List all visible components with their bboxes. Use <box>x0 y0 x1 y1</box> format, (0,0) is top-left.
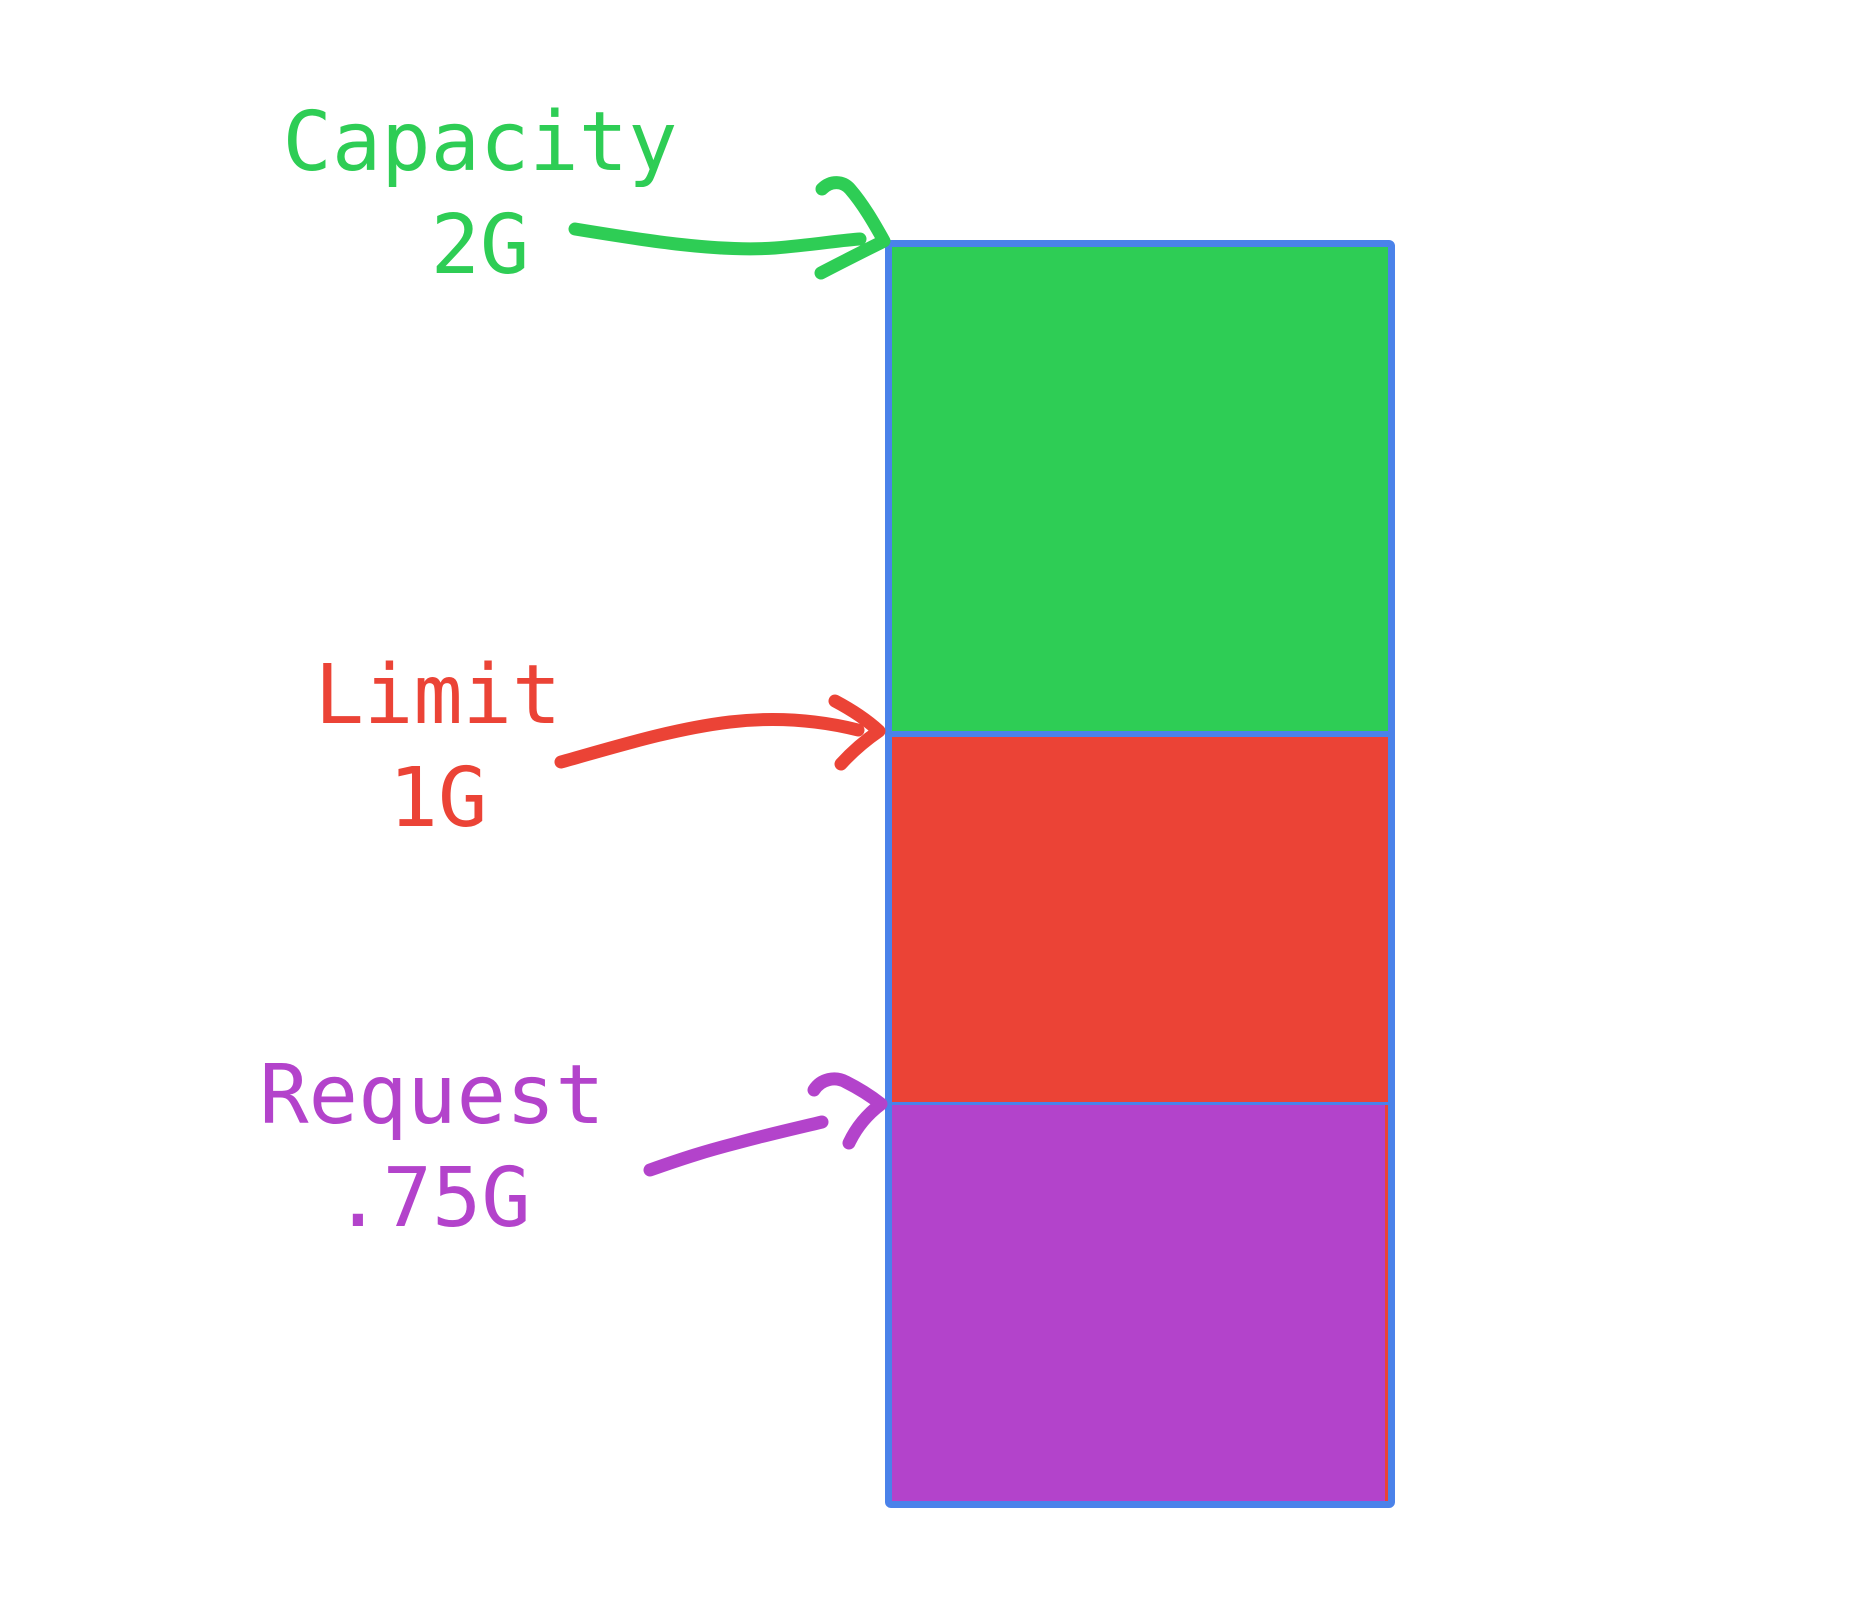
bar-section-request <box>892 1105 1388 1501</box>
request-label: Request .75G <box>172 1045 692 1250</box>
limit-label-value: 1G <box>388 750 488 846</box>
bar-section-capacity-above-limit <box>892 247 1388 731</box>
bar-section-limit-to-request <box>892 737 1388 1102</box>
request-label-value: .75G <box>333 1150 531 1246</box>
request-boundary-line <box>892 1102 1388 1105</box>
resource-bar <box>885 240 1395 1508</box>
limit-label: Limit 1G <box>178 645 698 850</box>
capacity-label-title: Capacity <box>282 95 678 190</box>
request-arrowhead-icon <box>807 1072 888 1150</box>
limit-label-title: Limit <box>314 648 562 743</box>
limit-boundary-line <box>892 731 1388 737</box>
request-label-title: Request <box>259 1048 605 1143</box>
limit-arrowhead-icon <box>828 694 886 771</box>
capacity-arrowhead-icon <box>814 176 891 280</box>
capacity-label: Capacity 2G <box>220 92 740 297</box>
capacity-label-value: 2G <box>430 197 530 293</box>
